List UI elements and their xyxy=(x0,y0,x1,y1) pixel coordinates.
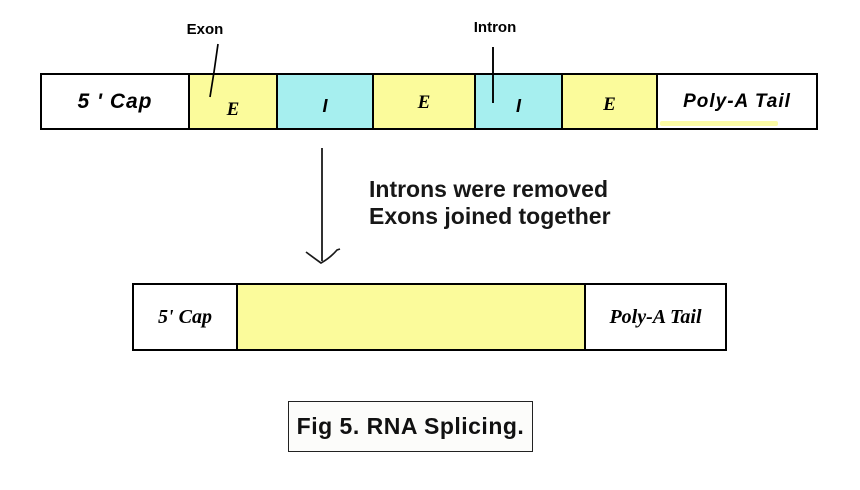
segment-joined-exons xyxy=(238,285,586,349)
intron-callout-label: Intron xyxy=(473,19,517,36)
segment-poly-a-tail-mature: Poly-A Tail xyxy=(586,285,725,349)
segment-exon-1: E xyxy=(190,75,278,128)
segment-label: E xyxy=(603,93,616,115)
segment-exon-2: E xyxy=(374,75,476,128)
segment-label: I xyxy=(322,96,328,116)
segment-label: Poly-A Tail xyxy=(683,90,791,112)
segment-exon-3: E xyxy=(563,75,658,128)
transition-note-line1: Introns were removed xyxy=(369,176,609,202)
segment-poly-a-tail: Poly-A Tail xyxy=(658,75,816,128)
pre-mrna-bar: 5 ' Cap E I E I E Poly-A Tail xyxy=(40,73,818,130)
segment-intron-1: I xyxy=(278,75,374,128)
segment-label: 5 ' Cap xyxy=(77,89,153,113)
transition-note: Introns were removed Exons joined togeth… xyxy=(369,176,611,230)
yellow-smudge-artifact xyxy=(660,121,778,126)
segment-5-cap: 5 ' Cap xyxy=(42,75,190,128)
down-arrow-icon xyxy=(305,148,341,265)
segment-label: E xyxy=(226,98,240,120)
mature-mrna-bar: 5' Cap Poly-A Tail xyxy=(132,283,727,351)
figure-caption: Fig 5. RNA Splicing. xyxy=(296,413,525,439)
figure-caption-box: Fig 5. RNA Splicing. xyxy=(288,401,533,452)
transition-note-line2: Exons joined together xyxy=(369,203,611,229)
segment-label: E xyxy=(417,91,431,113)
segment-intron-2: I xyxy=(476,75,563,128)
segment-5-cap-mature: 5' Cap xyxy=(134,285,238,349)
segment-label: I xyxy=(515,96,521,116)
exon-callout-label: Exon xyxy=(186,21,224,38)
segment-label: 5' Cap xyxy=(158,305,212,328)
segment-label: Poly-A Tail xyxy=(609,305,702,328)
